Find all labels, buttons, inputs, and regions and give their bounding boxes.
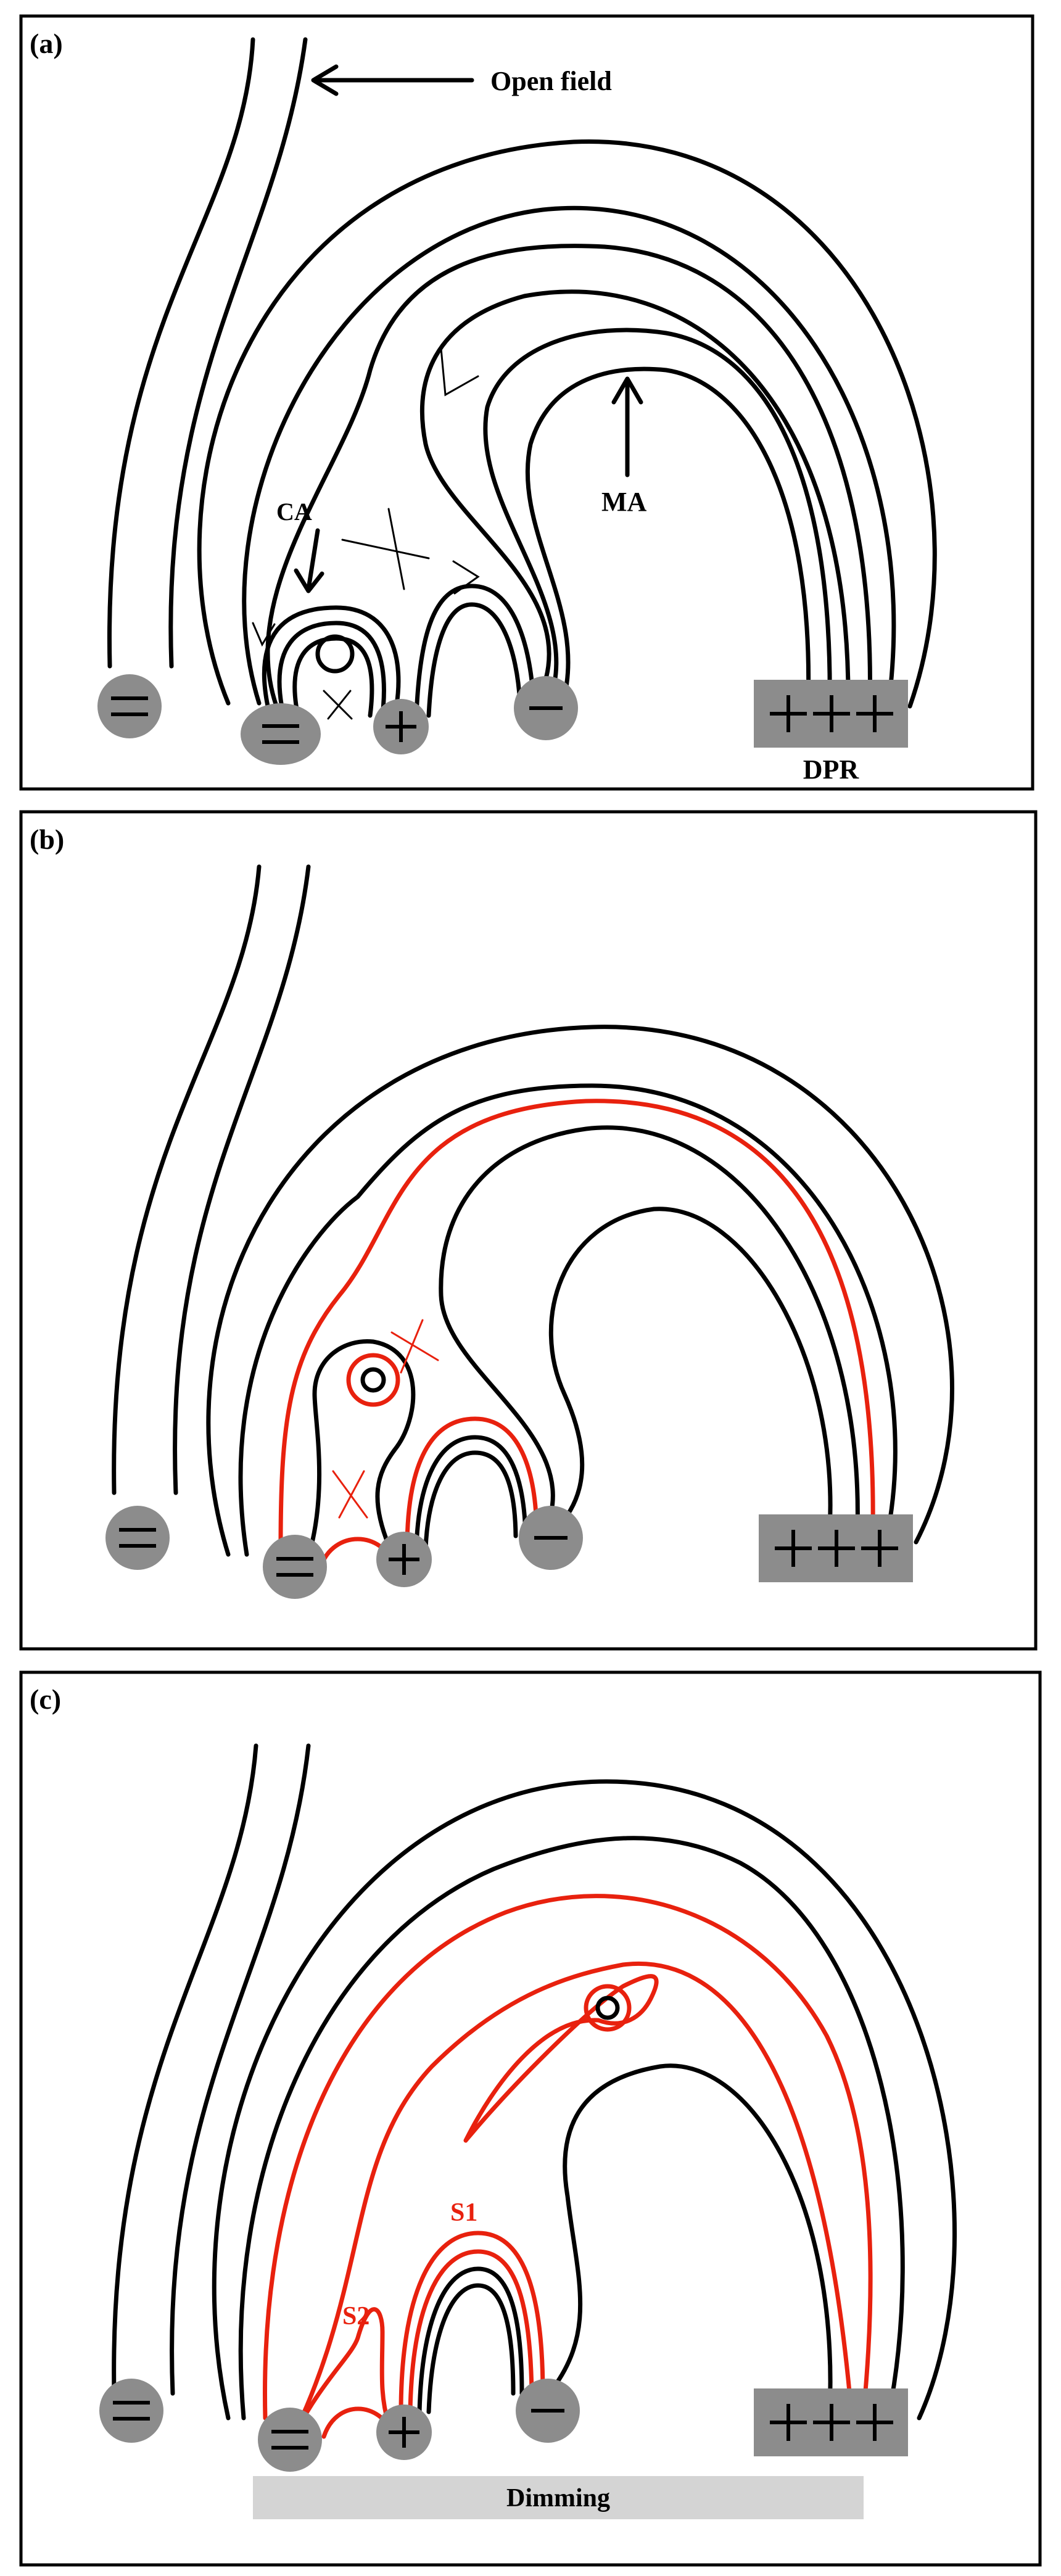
- open-field-line: [112, 1743, 258, 2396]
- negative-polarity: [97, 674, 162, 738]
- direction-chevron: [440, 347, 479, 397]
- dimming-label: Dimming: [506, 2484, 610, 2512]
- panel-b-frame: [19, 810, 1038, 1651]
- panel-b-label: (b): [30, 824, 64, 855]
- reconnected-line: [263, 1894, 873, 2421]
- small-loop: [417, 2266, 524, 2414]
- outer-arcade-line: [242, 205, 896, 709]
- reconnected-line: [278, 1099, 875, 1548]
- flux-rope-teardrop: [463, 1974, 659, 2143]
- s1-loop: [408, 2249, 534, 2414]
- ma-loop: [483, 328, 832, 709]
- s1-label: S1: [450, 2198, 477, 2227]
- negative-polarity: [516, 2379, 580, 2443]
- small-loop: [414, 1435, 528, 1551]
- dpr-label: DPR: [803, 754, 860, 785]
- small-loop: [423, 1450, 518, 1551]
- positive-polarity: [376, 2405, 432, 2460]
- negative-polarity: [263, 1535, 327, 1599]
- panel-c-label: (c): [30, 1683, 61, 1715]
- negative-polarity: [105, 1506, 170, 1570]
- ma-loop: [420, 289, 851, 709]
- panel-c-frame: [19, 1670, 1042, 2567]
- outer-arcade-line: [212, 1779, 957, 2421]
- positive-polarity: [376, 1532, 432, 1587]
- panel-a-label: (a): [30, 28, 63, 59]
- panel-a-frame: [19, 14, 1034, 791]
- positive-polarity-region: [754, 2388, 908, 2456]
- outer-arcade-line: [206, 1025, 954, 1557]
- outer-arcade-line: [238, 1083, 898, 1557]
- s1-loop: [398, 2231, 545, 2414]
- flux-rope-circle: [315, 634, 355, 674]
- outer-arcade-line: [197, 139, 937, 709]
- flux-rope-loop: [309, 1339, 416, 1548]
- negative-polarity: [514, 676, 578, 740]
- ma-loop: [547, 2063, 833, 2414]
- negative-polarity: [241, 703, 321, 765]
- ma-loop: [548, 1207, 833, 1532]
- ca-loop: [292, 636, 374, 724]
- small-loop: [414, 584, 536, 718]
- ca-arrowhead: [294, 568, 324, 593]
- negative-polarity: [258, 2408, 322, 2472]
- small-loop: [426, 602, 522, 718]
- flux-rope-circle: [360, 1367, 386, 1393]
- open-field-label: Open field: [490, 66, 612, 96]
- reconnected-line: [287, 1961, 854, 2445]
- outer-arcade-line: [238, 1836, 905, 2421]
- reconnected-small-loop: [405, 1416, 539, 1551]
- reconnection-x: [390, 1319, 439, 1374]
- ma-loop: [439, 1125, 860, 1538]
- open-field-line: [107, 37, 255, 669]
- positive-polarity: [373, 699, 429, 754]
- open-field-line: [170, 1743, 311, 2396]
- open-field-arrowhead: [311, 64, 339, 96]
- ca-label: CA: [276, 498, 312, 526]
- panel-a: (a) Open field MA CA: [19, 14, 1034, 791]
- ca-loop: [262, 605, 401, 724]
- s2-label: S2: [342, 2302, 369, 2330]
- negative-polarity: [99, 2379, 163, 2443]
- negative-polarity: [519, 1506, 583, 1570]
- flux-rope-circle: [595, 1996, 620, 2020]
- panel-c: (c) S1 S2: [19, 1670, 1042, 2567]
- open-field-line: [112, 864, 262, 1495]
- open-field-line: [173, 864, 311, 1495]
- ma-loop: [525, 366, 811, 709]
- open-field-line: [168, 37, 308, 669]
- flux-rope-red: [346, 1353, 400, 1407]
- panel-b: (b): [19, 810, 1038, 1651]
- direction-chevron: [452, 560, 480, 595]
- reconnection-x: [332, 1470, 368, 1519]
- direction-chevron: [252, 622, 276, 647]
- outer-arcade-line: [265, 244, 872, 712]
- reconnection-x: [341, 508, 430, 590]
- ca-loop: [277, 621, 386, 724]
- dimming-band: [253, 2476, 864, 2519]
- reconnection-x: [323, 690, 353, 720]
- dpr-positive-region: [754, 680, 908, 748]
- ca-arrow: [306, 528, 320, 592]
- flux-rope-red: [584, 1984, 632, 2032]
- ma-label: MA: [601, 487, 647, 517]
- small-loop: [426, 2283, 516, 2414]
- s2-loop: [287, 2307, 391, 2445]
- ma-arrowhead: [611, 376, 643, 405]
- positive-polarity-region: [759, 1514, 913, 1582]
